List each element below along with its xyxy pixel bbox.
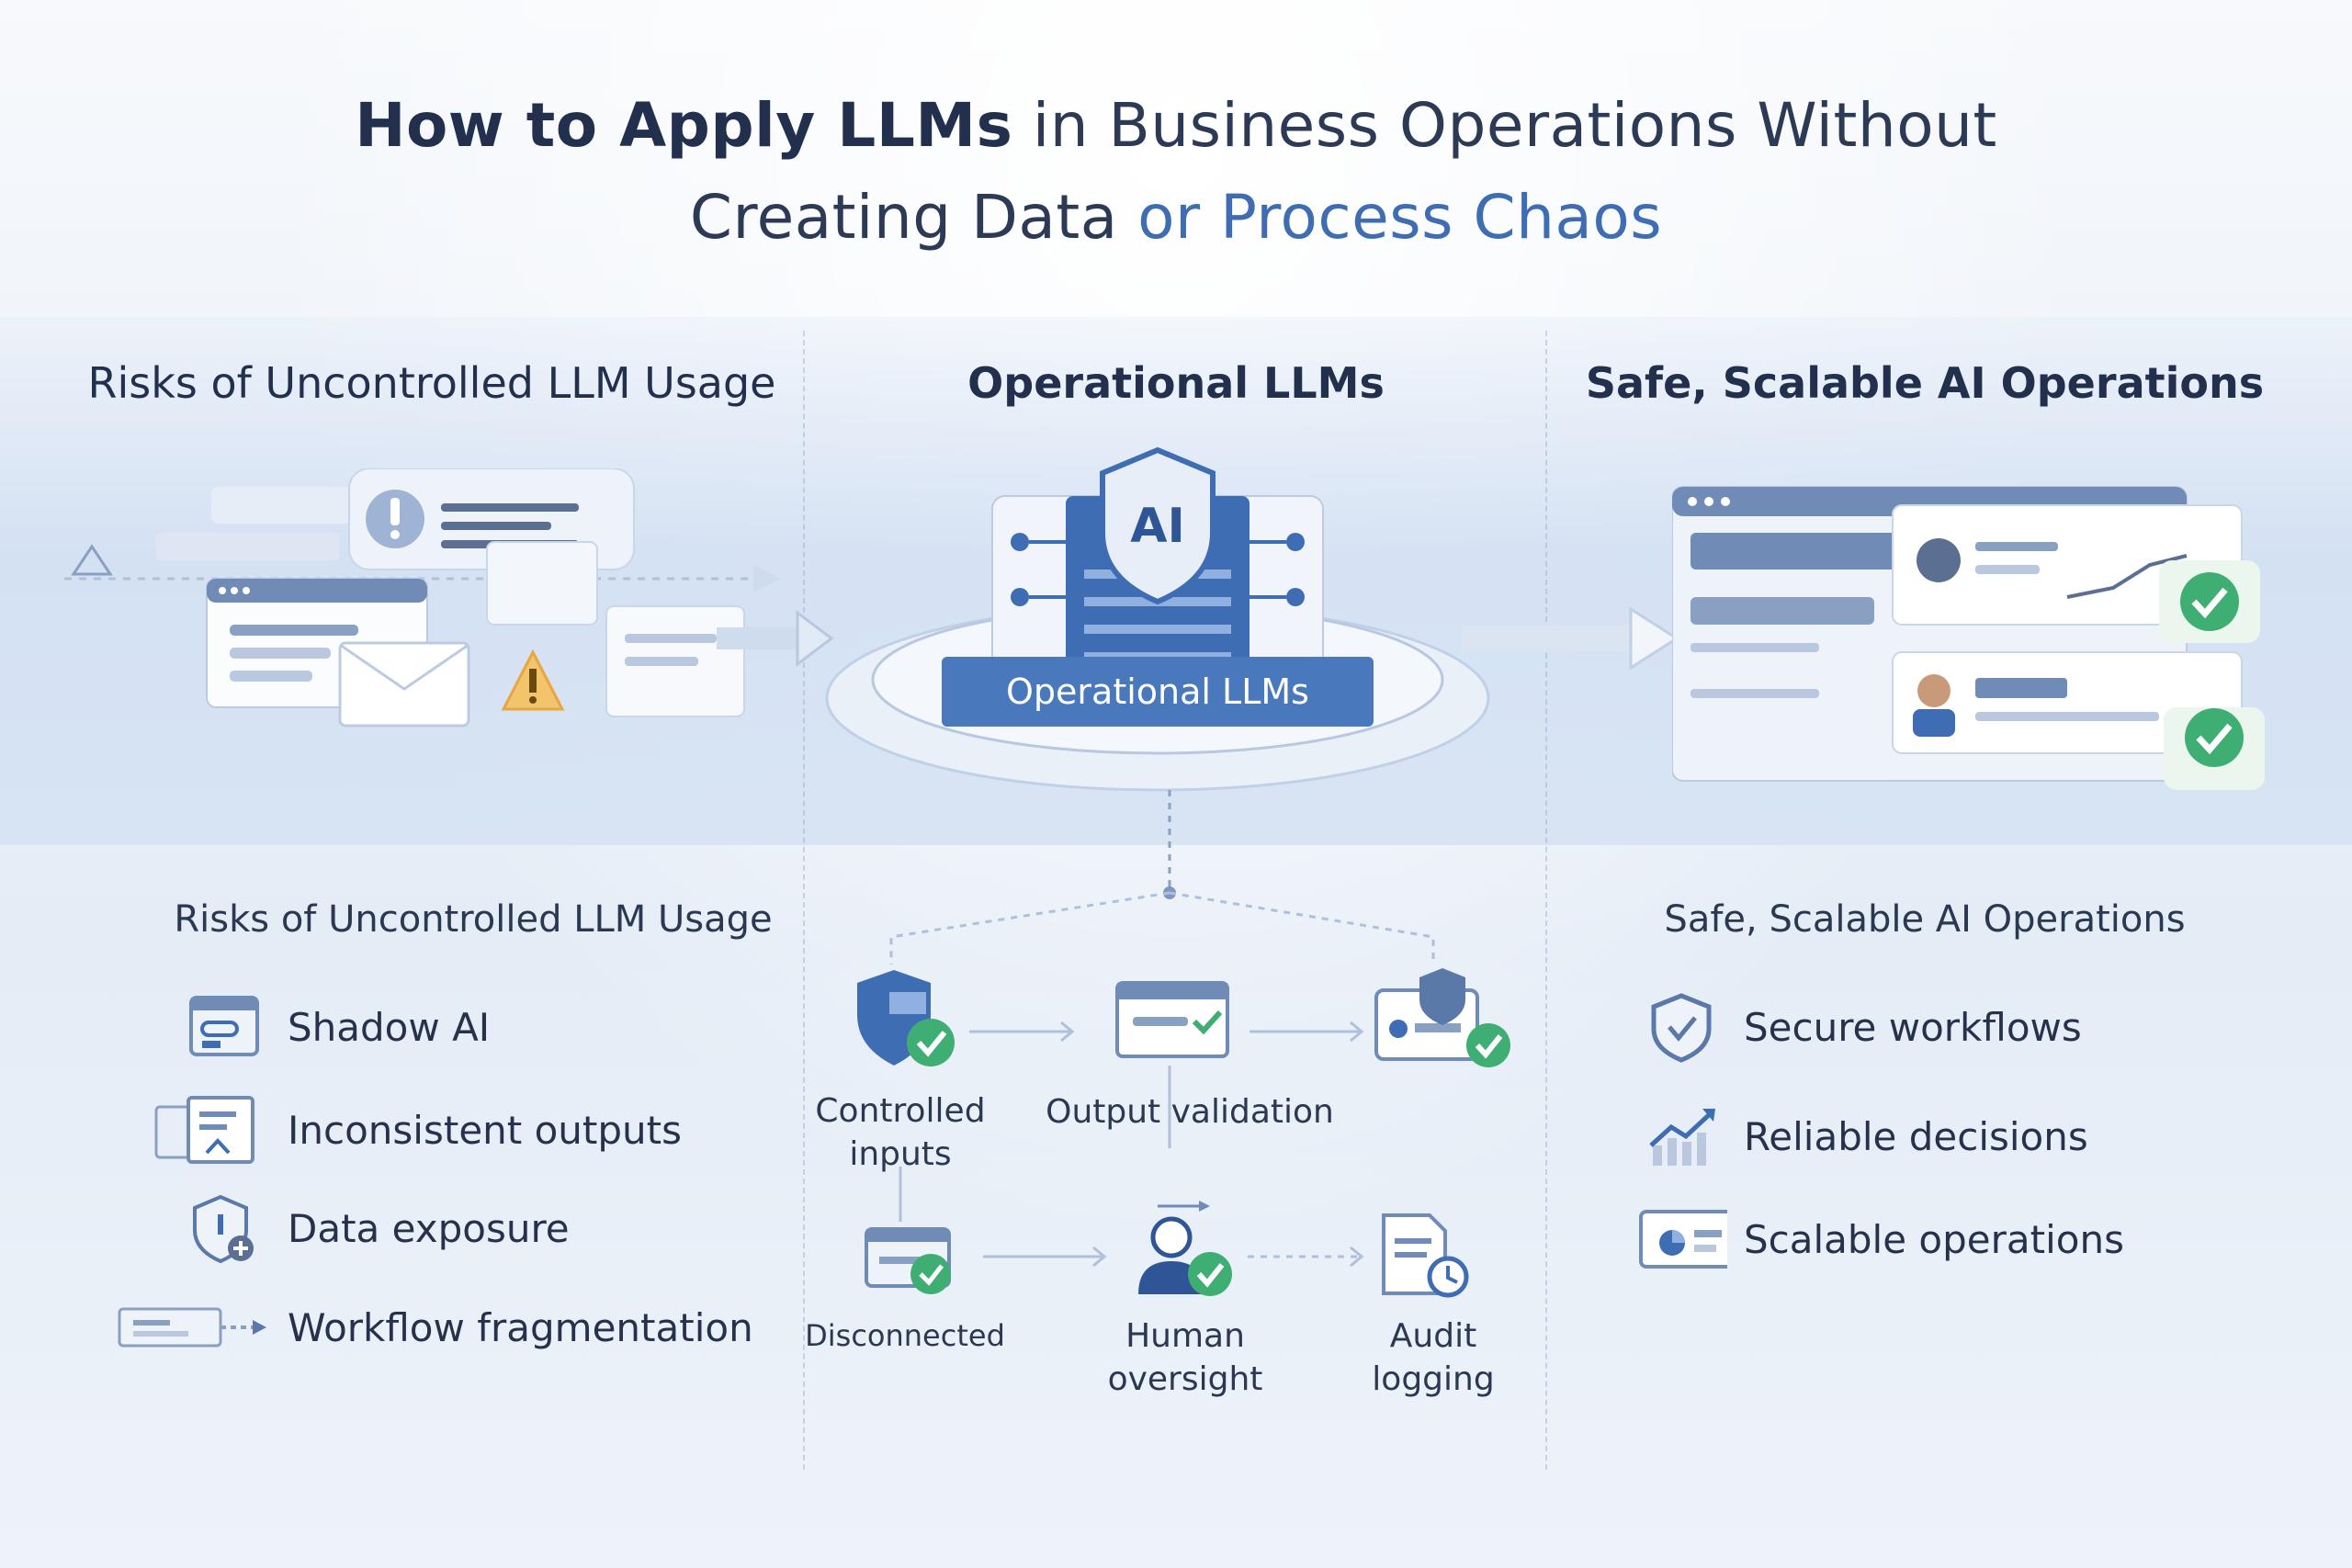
chart-card [1892,504,2243,626]
shield-check-icon [1635,990,1727,1064]
ai-shield-icon: AI [1100,446,1216,605]
risk-item-workflow-fragmentation: Workflow fragmentation [115,1291,753,1364]
browser-window-illustration [206,578,428,708]
audit-document-icon [1382,1213,1469,1298]
hub-banner-text: Operational LLMs [1006,671,1309,712]
operational-llms-hub: AI Operational LLMs [825,446,1490,792]
risk-label: Shadow AI [288,1004,491,1050]
benefit-label: Reliable decisions [1744,1113,2088,1159]
fragmented-workflow-icon [115,1291,271,1364]
risk-item-data-exposure: Data exposure [179,1191,570,1265]
trend-line-icon [2066,554,2188,599]
shield-alert-icon [179,1191,271,1265]
documents-icon [152,1093,271,1167]
validation-window-icon [1115,981,1229,1058]
dashboard-icon [1635,1202,1727,1276]
chaotic-apps-illustration [64,468,781,728]
browser-window-icon [179,990,271,1064]
title-rest-part: in Business Operations Without [1012,90,1997,161]
center-section-title: Operational LLMs [967,358,1385,408]
warning-icon [501,649,565,711]
right-section-title: Safe, Scalable AI Operations [1585,358,2265,408]
flow-label-controlled-inputs: Controlled inputs [815,1092,986,1173]
small-warning-icon [71,544,113,576]
person-card [1892,651,2243,754]
title-line2-part-a: Creating Data [689,182,1138,253]
page-title-line-1: How to Apply LLMs in Business Operations… [0,90,2352,161]
risk-label: Data exposure [288,1205,570,1251]
flow-label-output-validation: Output validation [1046,1093,1334,1131]
title-line2-part-b: or Process Chaos [1137,182,1663,253]
benefit-item-scalable-operations: Scalable operations [1635,1202,2124,1276]
risk-label: Inconsistent outputs [288,1107,683,1153]
trend-chart-icon [1635,1100,1727,1173]
risk-item-inconsistent-outputs: Inconsistent outputs [152,1093,682,1167]
disconnected-window-icon [865,1227,951,1294]
column-divider-left [803,331,805,1470]
risk-label: Workflow fragmentation [288,1304,753,1350]
person-check-icon [1138,1201,1232,1296]
governance-flow-connectors [889,790,1435,1268]
arrow-center-to-right [1461,606,1679,671]
title-bold-part: How to Apply LLMs [355,90,1013,161]
check-badge-bottom [2164,707,2265,790]
ai-shield-text: AI [1130,499,1185,554]
left-section-title: Risks of Uncontrolled LLM Usage [87,358,776,408]
risk-item-shadow-ai: Shadow AI [179,990,490,1064]
risks-heading: Risks of Uncontrolled LLM Usage [174,898,773,941]
flow-label-human-oversight: Human oversight [1107,1317,1263,1398]
page-title-line-2: Creating Data or Process Chaos [0,182,2352,253]
column-divider-right [1545,331,1547,1470]
secure-card-icon [1374,968,1510,1067]
flow-label-audit-logging: Audit logging [1372,1317,1495,1398]
arrow-left-to-center [717,609,834,668]
benefits-heading: Safe, Scalable AI Operations [1664,898,2186,941]
flow-label-disconnected: Disconnected [805,1318,1005,1353]
benefit-item-secure-workflows: Secure workflows [1635,990,2082,1064]
benefit-item-reliable-decisions: Reliable decisions [1635,1100,2088,1173]
benefit-label: Secure workflows [1744,1004,2082,1050]
envelope-icon [338,641,470,728]
benefit-label: Scalable operations [1744,1216,2124,1262]
check-badge-top [2159,560,2260,643]
dashboard-illustration [1672,486,2265,790]
shield-check-icon [857,970,955,1066]
